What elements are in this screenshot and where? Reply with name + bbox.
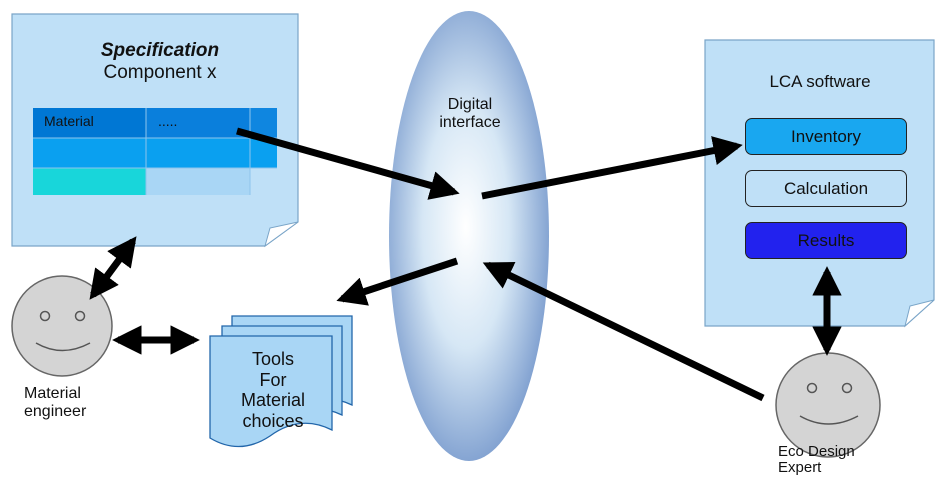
table-cell-value: ..... xyxy=(158,113,178,129)
specification-page-curl xyxy=(264,221,299,248)
table-cell-material: Material xyxy=(44,113,94,129)
tools-label: Tools For Material choices xyxy=(240,349,306,432)
inventory-box: Inventory xyxy=(745,118,907,155)
calculation-box: Calculation xyxy=(745,170,907,207)
lca-page-curl xyxy=(904,299,935,328)
digital-interface-label: Digital interface xyxy=(439,96,501,132)
arrow-expert-to-interface xyxy=(482,261,765,402)
arrow-engineer-spec xyxy=(89,236,137,300)
arrow-interface-to-tools xyxy=(336,257,459,306)
eco-expert-face xyxy=(775,352,881,458)
material-engineer-label: Material engineer xyxy=(24,385,87,421)
specification-table xyxy=(33,108,277,195)
results-box: Results xyxy=(745,222,907,259)
arrow-spec-to-interface xyxy=(236,127,460,200)
arrow-interface-to-inventory xyxy=(481,136,743,200)
specification-subtitle: Component x xyxy=(103,62,217,83)
material-engineer-face xyxy=(11,275,113,377)
digital-interface-ellipse xyxy=(389,11,549,461)
specification-title: Specification xyxy=(100,40,220,61)
eco-expert-label: Eco Design Expert xyxy=(778,443,855,476)
tools-document-stack xyxy=(209,315,353,448)
lca-software-title: LCA software xyxy=(769,72,871,91)
